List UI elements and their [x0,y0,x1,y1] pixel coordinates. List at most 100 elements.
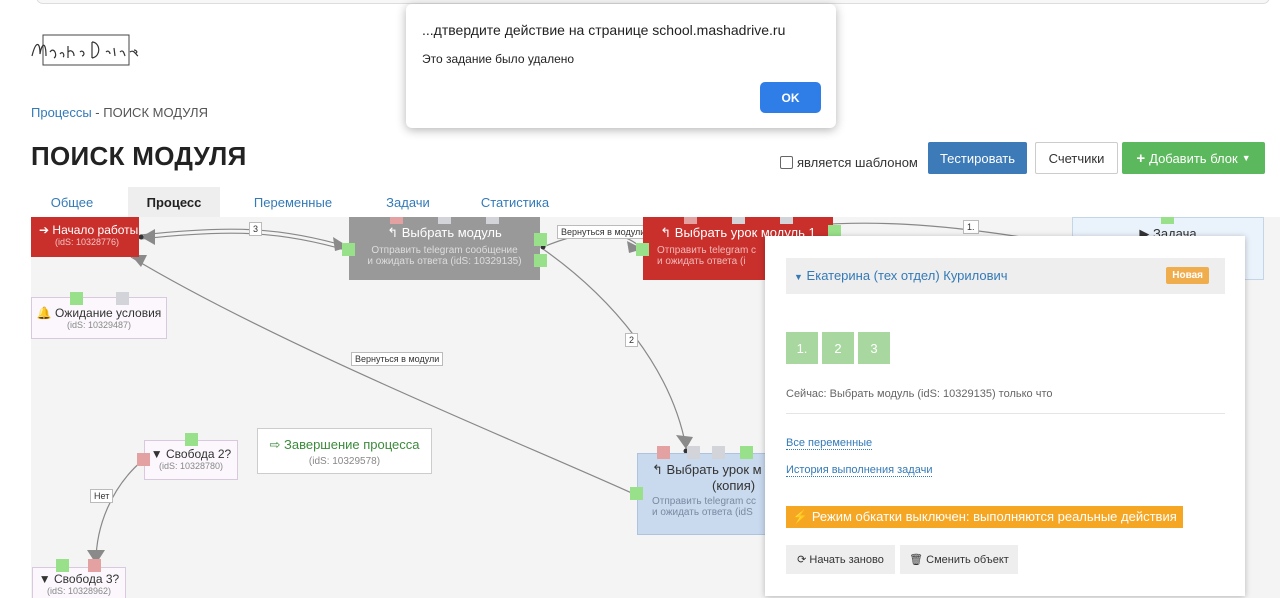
node-port[interactable] [185,433,198,446]
node-choose-module[interactable]: ↰ Выбрать модуль Отправить telegram сооб… [349,217,540,280]
logo[interactable] [30,34,142,68]
edge-label[interactable]: 3 [249,222,263,236]
divider [786,413,1225,414]
edge-label[interactable]: Вернуться в модули [351,352,444,366]
node-finish[interactable]: ⇨ Завершение процесса (idS: 10329578) [257,428,432,474]
node-freedom-3[interactable]: ▼ Свобода 3? (idS: 10328962) [32,567,126,598]
breadcrumb-separator: - [91,105,104,120]
node-port[interactable] [486,217,499,224]
edge-label[interactable]: 2 [625,333,639,347]
node-ids: (idS: 10329487) [66,320,132,330]
node-ids: (idS: 10329578) [308,456,381,467]
dialog-message: Это задание было удалено [422,52,575,66]
change-object-label: Сменить объект [926,553,1009,566]
node-port[interactable] [740,446,753,459]
node-port[interactable] [630,487,643,500]
node-port[interactable] [56,559,69,572]
reply-icon: ↰ [387,225,399,240]
sign-out-icon: ⇨ [269,437,281,452]
task-user-name[interactable]: Екатерина (тех отдел) Курилович [806,268,1008,283]
node-port[interactable] [70,292,83,305]
node-start[interactable]: ➔ Начало работы (idS: 10328776) [31,217,139,257]
test-button[interactable]: Тестировать [928,142,1027,174]
ok-button[interactable]: OK [760,82,821,113]
node-title: Выбрать модуль [401,225,502,240]
node-ids: (idS: 10328776) [55,237,120,247]
task-user-header[interactable]: ▼ Екатерина (тех отдел) Курилович Новая [786,258,1225,294]
node-desc: и ожидать ответа (i [657,256,746,267]
filter-icon: ▼ [38,572,51,586]
tab-variables[interactable]: Переменные [253,194,333,210]
step-button[interactable]: 3 [858,332,890,364]
restart-button[interactable]: ⟳Начать заново [786,545,895,574]
tab-statistics[interactable]: Статистика [480,194,550,210]
node-port[interactable] [1161,217,1174,224]
current-state-text: Сейчас: Выбрать модуль (idS: 10329135) т… [786,388,1053,400]
add-block-button[interactable]: + Добавить блок ▼ [1122,142,1265,174]
node-desc: Отправить telegram сс [652,496,757,507]
template-checkbox[interactable] [780,156,793,169]
step-button[interactable]: 2 [822,332,854,364]
breadcrumb-processes-link[interactable]: Процессы [31,105,92,120]
tab-tasks[interactable]: Задачи [386,194,430,210]
node-title: Завершение процесса [284,437,420,452]
tab-general[interactable]: Общее [50,194,94,210]
node-port[interactable] [828,225,841,238]
node-port[interactable] [684,217,697,224]
play-icon: ▶ [1139,226,1150,241]
edge-label[interactable]: Вернуться в модули [557,225,650,239]
node-port[interactable] [342,243,355,256]
page-title: ПОИСК МОДУЛЯ [31,141,247,171]
template-checkbox-wrapper[interactable]: является шаблоном [780,155,918,170]
node-title: Выбрать урок м [666,462,762,477]
node-title: Свобода 3? [54,572,120,586]
dialog-title: ...дтвердите действие на странице school… [422,22,786,38]
refresh-icon: ⟳ [797,554,807,566]
confirm-dialog: ...дтвердите действие на странице school… [406,4,836,128]
all-variables-link[interactable]: Все переменные [786,437,873,450]
node-port[interactable] [712,446,725,459]
task-history-link[interactable]: История выполнения задачи [786,464,933,477]
restart-label: Начать заново [809,553,884,566]
node-desc: Отправить telegram сообщение [371,245,518,256]
node-ids: (idS: 10328962) [46,586,112,596]
node-port[interactable] [137,453,150,466]
status-badge: Новая [1166,267,1209,284]
node-port[interactable] [88,559,101,572]
edge-label[interactable]: 1. [963,220,979,234]
node-title: Начало работы [52,223,139,237]
bell-icon: 🔔 [36,306,52,320]
node-port[interactable] [534,233,547,246]
reply-icon: ↰ [652,462,663,477]
tab-process[interactable]: Процесс [128,187,220,217]
test-mode-warning: ⚡ Режим обкатки выключен: выполняются ре… [786,506,1183,528]
plus-icon: + [1136,149,1146,167]
node-ids: (idS: 10328780) [158,461,224,471]
node-port[interactable] [732,217,745,224]
task-detail-panel: ▼ Екатерина (тех отдел) Курилович Новая … [765,236,1245,596]
node-port[interactable] [657,446,670,459]
node-desc: и ожидать ответа (idS: 10329135) [367,256,522,267]
change-object-button[interactable]: 🗑Сменить объект [900,545,1018,574]
node-desc: Отправить telegram с [657,245,757,256]
node-port[interactable] [636,243,649,256]
caret-down-icon: ▼ [1241,153,1251,163]
node-port[interactable] [116,292,129,305]
node-port[interactable] [390,217,403,224]
counters-button[interactable]: Счетчики [1035,142,1118,174]
sign-in-icon: ➔ [39,223,50,237]
node-freedom-2[interactable]: ▼ Свобода 2? (idS: 10328780) [144,440,238,480]
node-title-copy: (копия) [712,478,756,493]
node-port[interactable] [780,217,793,224]
filter-icon: ▼ [150,447,163,461]
node-wait[interactable]: 🔔 Ожидание условия (idS: 10329487) [31,297,167,339]
reply-icon: ↰ [660,225,672,240]
add-block-label: Добавить блок [1149,150,1238,166]
edge-label[interactable]: Нет [90,489,114,503]
node-port[interactable] [534,254,547,267]
step-button[interactable]: 1. [786,332,818,364]
node-port[interactable] [438,217,451,224]
node-title: Свобода 2? [166,447,232,461]
node-port[interactable] [687,446,700,459]
bolt-icon: ⚡ [792,509,809,524]
